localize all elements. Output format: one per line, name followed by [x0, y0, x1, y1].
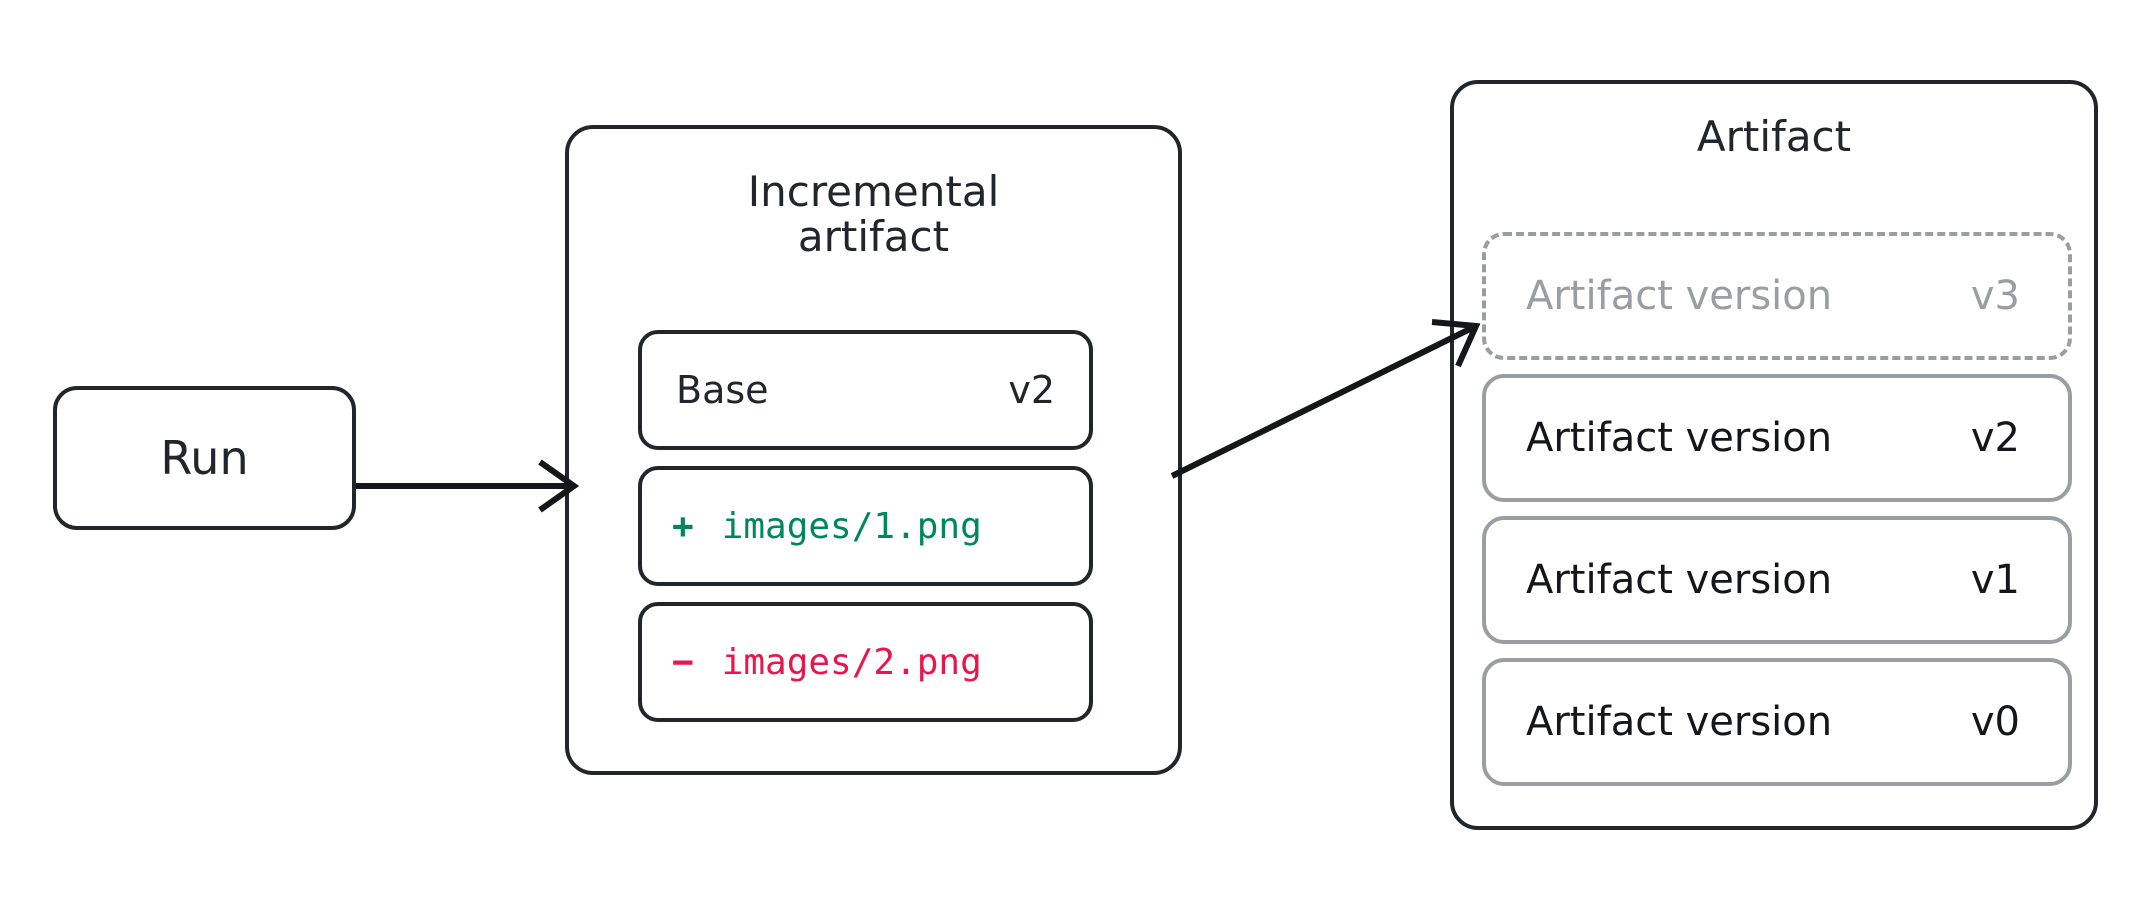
artifact-version-row-v0-label: Artifact version	[1526, 699, 1833, 745]
connector-run-to-incremental-artifact	[356, 459, 580, 513]
artifact-version-row-v2[interactable]: Artifact version v2	[1482, 374, 2072, 502]
incremental-row-base-version: v2	[1008, 368, 1055, 412]
artifact-version-row-v3-label: Artifact version	[1526, 273, 1833, 319]
artifact-version-row-v1-label: Artifact version	[1526, 557, 1833, 603]
incremental-row-added-path: images/1.png	[721, 505, 982, 547]
run-node[interactable]: Run	[53, 386, 356, 530]
artifact-version-row-v1[interactable]: Artifact version v1	[1482, 516, 2072, 644]
incremental-row-base[interactable]: Base v2	[638, 330, 1093, 450]
incremental-artifact-title: Incremental artifact	[747, 167, 1000, 262]
connector-incremental-artifact-to-artifact	[1170, 319, 1481, 479]
artifact-version-row-v1-number: v1	[1970, 557, 2020, 603]
plus-icon: +	[672, 505, 694, 547]
artifact-version-row-v2-label: Artifact version	[1526, 415, 1833, 461]
incremental-artifact-panel[interactable]: Incremental artifact Base v2 + images/1.…	[565, 125, 1182, 775]
incremental-row-removed[interactable]: − images/2.png	[638, 602, 1093, 722]
artifact-version-row-v0-number: v0	[1970, 699, 2020, 745]
artifact-title: Artifact	[1696, 112, 1852, 161]
artifact-version-row-v2-number: v2	[1970, 415, 2020, 461]
artifact-panel[interactable]: Artifact Artifact version v3 Artifact ve…	[1450, 80, 2098, 830]
artifact-version-row-v3-number: v3	[1970, 273, 2020, 319]
artifact-version-row-v0[interactable]: Artifact version v0	[1482, 658, 2072, 786]
incremental-row-removed-path: images/2.png	[721, 641, 982, 683]
incremental-row-added[interactable]: + images/1.png	[638, 466, 1093, 586]
run-node-label: Run	[160, 431, 249, 485]
artifact-version-row-v3[interactable]: Artifact version v3	[1482, 232, 2072, 360]
incremental-row-base-label: Base	[676, 368, 769, 412]
minus-icon: −	[672, 641, 694, 683]
